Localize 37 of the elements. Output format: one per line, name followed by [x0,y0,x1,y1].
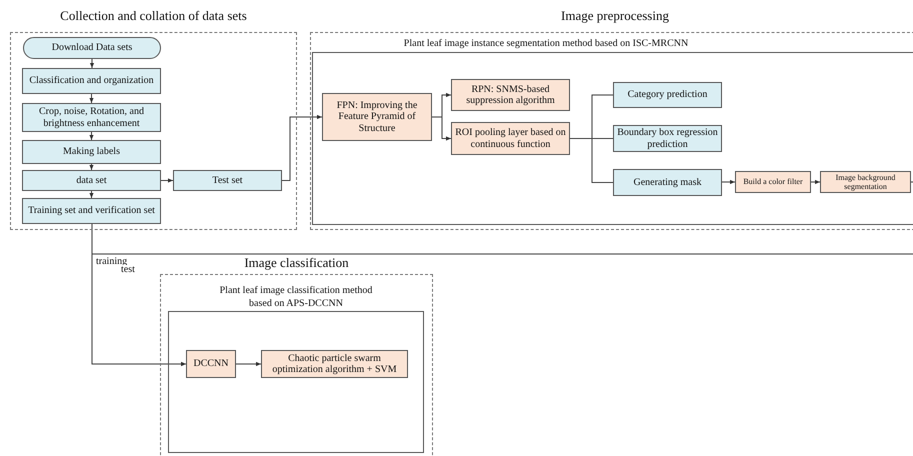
arrow [90,58,94,68]
arrow [89,164,94,170]
group-heading: Image preprocessing [560,8,670,24]
process-box: Boundary box regression prediction [613,125,722,152]
arrow [722,180,736,184]
arrow [89,94,94,104]
process-box: Image background segmentation [820,171,911,193]
process-box: ROI pooling layer based on continuous function [451,122,570,155]
arrow [160,178,174,183]
connector-line [570,138,614,183]
process-box: FPN: Improving the Feature Pyramid of Structure [322,93,432,141]
process-box: Crop, noise, Rotation, and brightness enhancement [22,103,161,132]
edge-label: training [96,257,128,267]
panel-heading: Plant leaf image instance segmentation method based on ISC-MRCNN [402,38,690,49]
arrow [89,132,94,140]
process-box: Classification and organization [22,68,161,94]
process-box: Category prediction [613,82,722,108]
arrow [432,116,452,141]
arrow [810,180,820,184]
process-box: Build a color filter [735,171,811,193]
process-box: Making labels [22,140,161,164]
arrow [282,114,322,181]
arrow [236,362,262,366]
arrow [92,182,913,366]
process-box: Generating mask [613,169,722,196]
process-box: Chaotic particle swarm optimization algorithm + SVM [261,350,408,378]
process-box: data set [22,170,161,191]
process-box: Test set [173,170,282,191]
process-box: RPN: SNMS-based suppression algorithm [451,79,570,111]
edge-label: test [121,265,135,275]
group-heading: Collection and collation of data sets [59,8,248,24]
arrow [89,190,94,198]
group-heading: Image classification [243,255,350,271]
start-terminal: Download Data sets [23,37,161,59]
process-box: DCCNN [186,350,236,378]
panel-heading: Plant leaf image classification method based on APS-DCCNN [218,284,374,310]
process-box: Training set and verification set [22,198,161,224]
